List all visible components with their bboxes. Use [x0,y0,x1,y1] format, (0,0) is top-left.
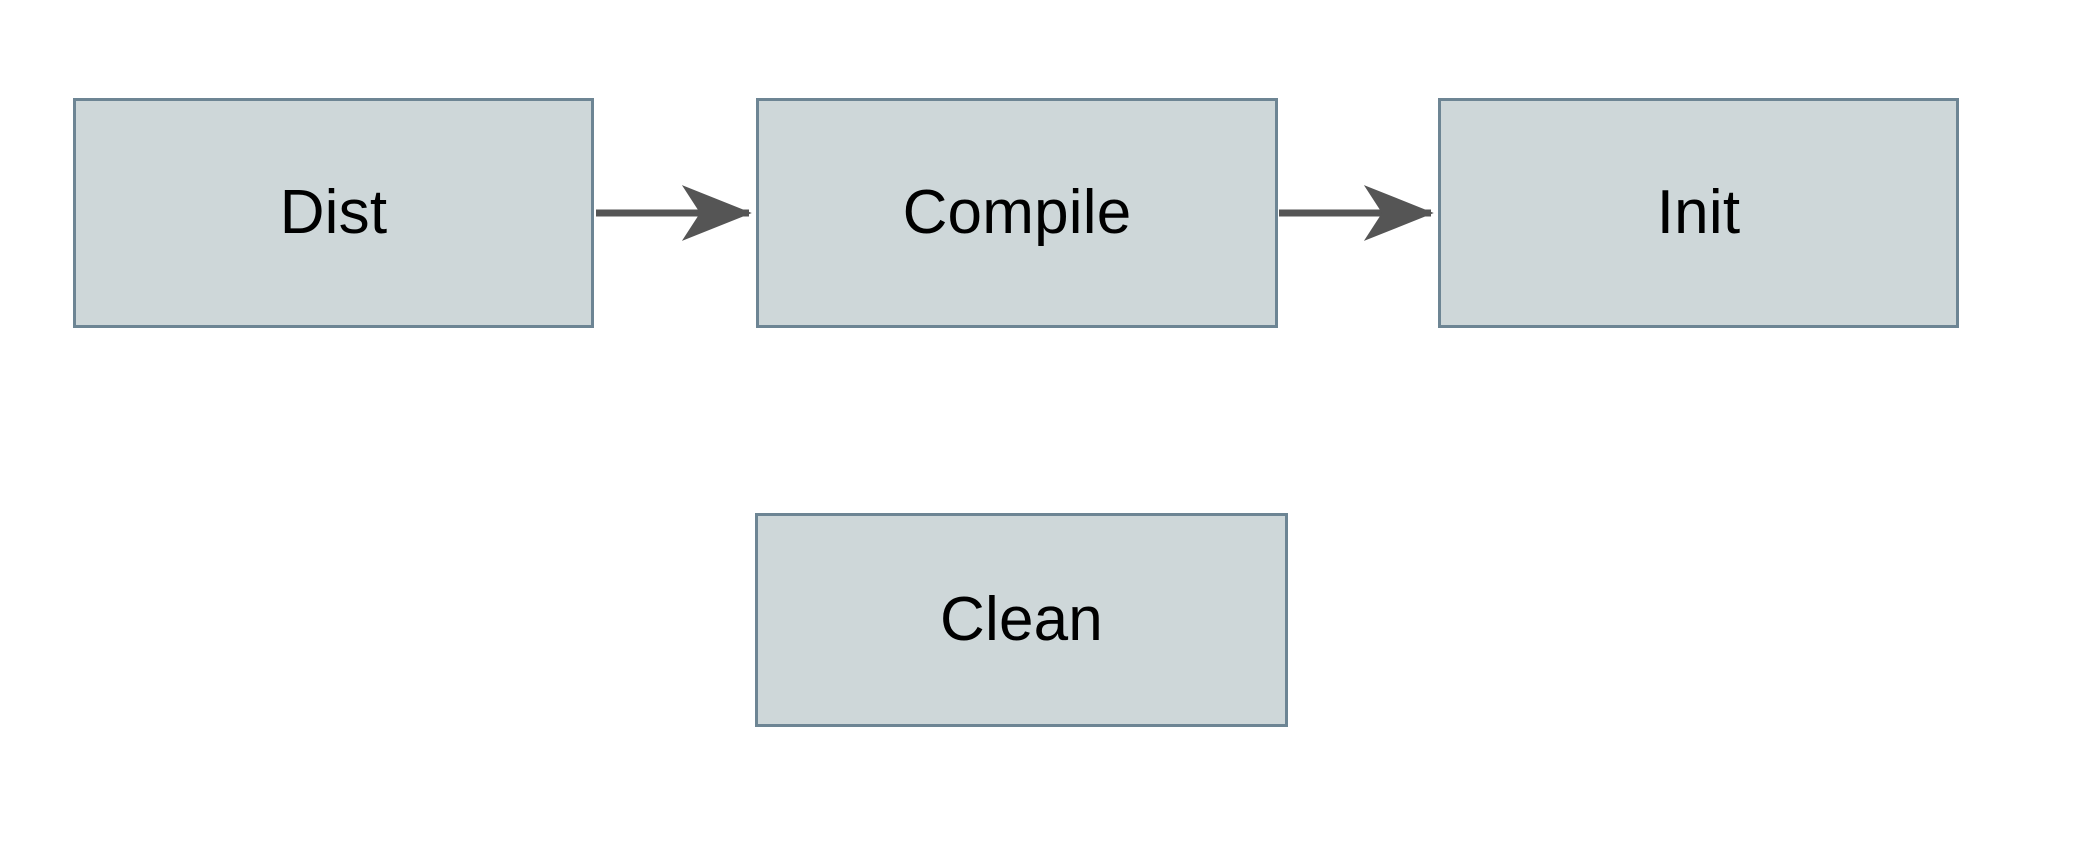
node-dist[interactable]: Dist [73,98,594,328]
node-clean-label: Clean [940,585,1103,654]
node-init[interactable]: Init [1438,98,1959,328]
node-compile[interactable]: Compile [756,98,1278,328]
node-compile-label: Compile [902,178,1132,247]
node-init-label: Init [1656,178,1741,247]
node-clean[interactable]: Clean [755,513,1288,727]
node-dist-label: Dist [279,178,388,247]
